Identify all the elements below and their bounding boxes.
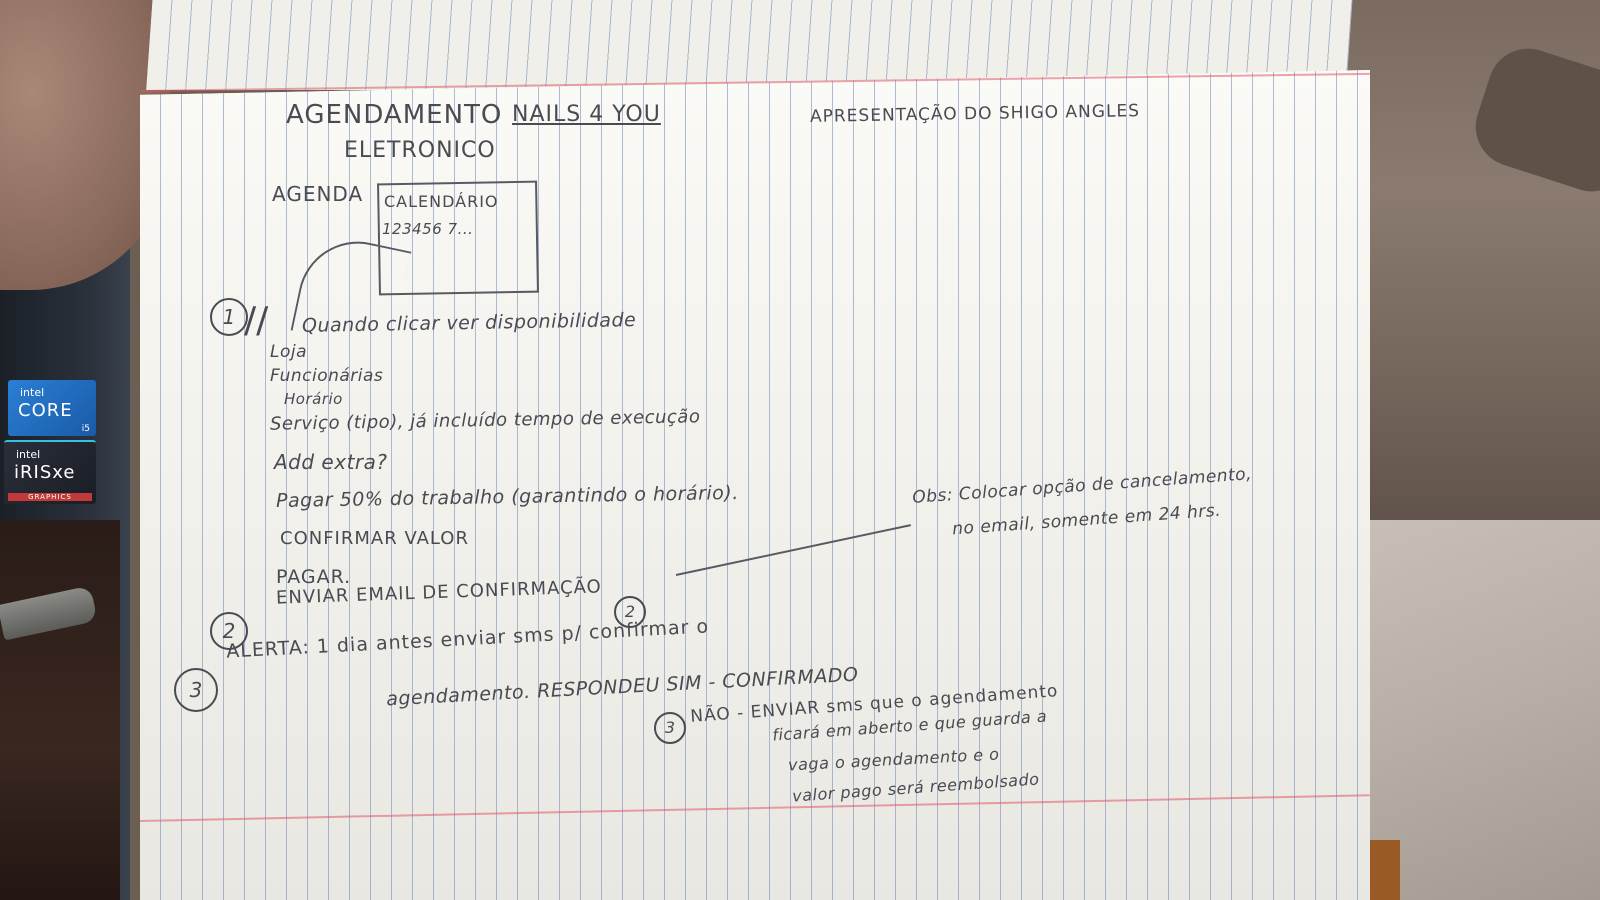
list-item: Loja xyxy=(270,342,308,362)
step1-slash-mark: // xyxy=(244,300,269,341)
note-title-line2: ELETRONICO xyxy=(344,138,496,163)
calendar-days: 123456 7... xyxy=(382,220,474,238)
list-item: Funcionárias xyxy=(270,366,384,386)
intel-core-tier: i5 xyxy=(81,424,90,434)
intel-core-sticker: intel CORE i5 xyxy=(8,380,96,436)
list-item: Horário xyxy=(284,390,343,408)
intel-iris-name: iRISxe xyxy=(14,462,76,483)
list-item: PAGAR. xyxy=(276,566,352,588)
notebook-page xyxy=(140,70,1370,900)
laptop-base xyxy=(0,520,120,900)
intel-core-brand: intel xyxy=(20,386,45,399)
intel-core-name: CORE xyxy=(18,400,73,421)
calendar-label: CALENDÁRIO xyxy=(384,192,499,211)
agenda-label: AGENDA xyxy=(272,182,364,206)
list-item: Add extra? xyxy=(274,450,388,474)
sub3-number: 3 xyxy=(654,712,686,744)
list-item: CONFIRMAR VALOR xyxy=(280,528,469,549)
step2-number: 2 xyxy=(210,612,248,650)
step1-number: 1 xyxy=(210,298,248,336)
note-brand: NAILS 4 YOU xyxy=(512,102,661,127)
step3-number: 3 xyxy=(174,668,218,712)
step2-inline-number: 2 xyxy=(614,596,646,628)
intel-iris-sub: GRAPHICS xyxy=(8,493,92,501)
intel-iris-sticker: intel iRISxe GRAPHICS xyxy=(4,440,96,504)
intel-iris-brand: intel xyxy=(16,448,41,461)
note-title: AGENDAMENTO xyxy=(286,100,503,130)
